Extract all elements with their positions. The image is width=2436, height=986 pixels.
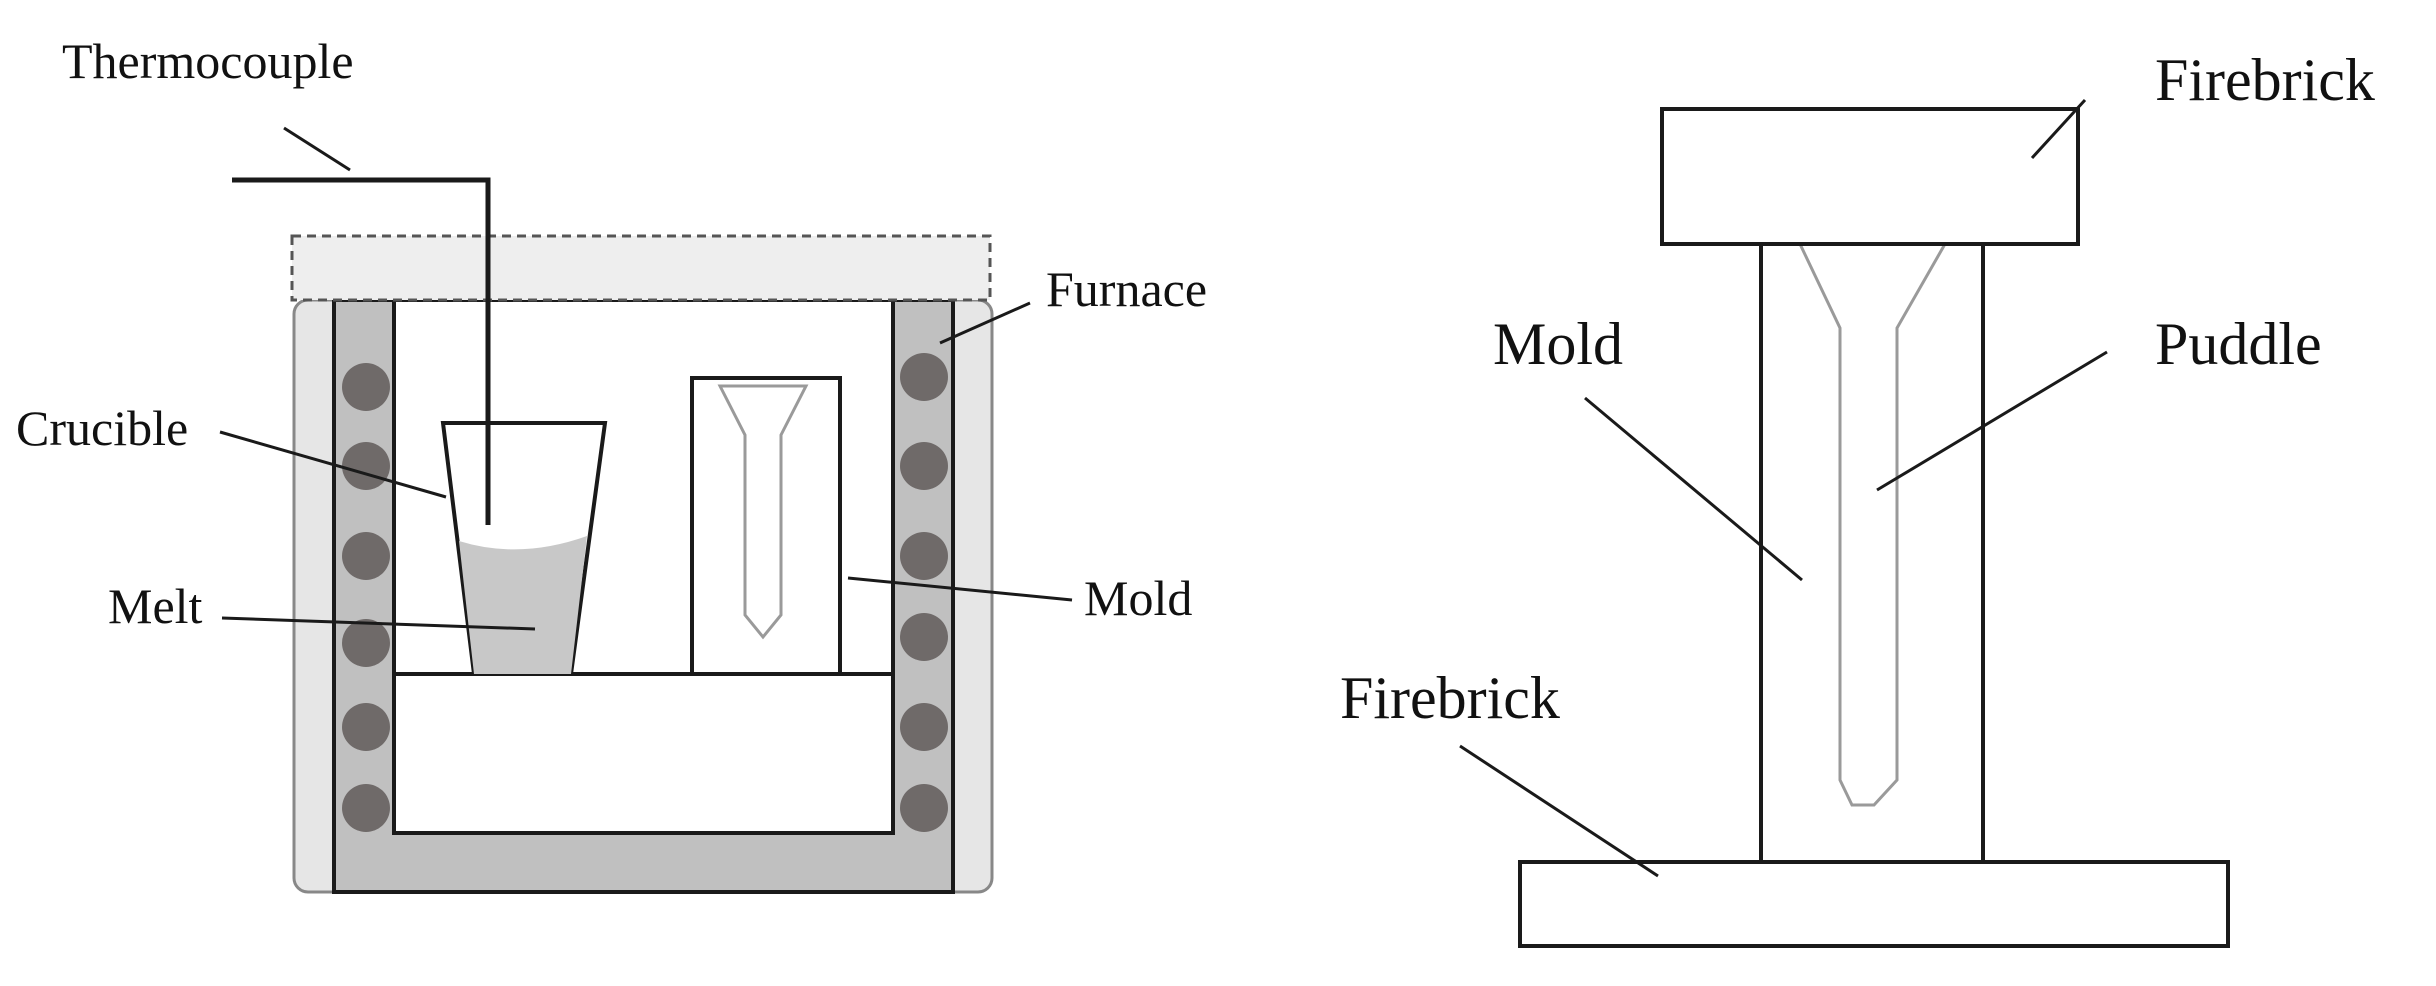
melt xyxy=(459,536,587,674)
thermocouple-wire xyxy=(232,177,491,525)
puddle-cavity xyxy=(1797,242,1948,807)
top-firebrick-label: Firebrick xyxy=(2155,47,2375,113)
crucible-label: Crucible xyxy=(16,400,188,456)
top-firebrick xyxy=(1660,107,2080,246)
bottom-firebrick-leader xyxy=(1459,744,1659,878)
mold-body xyxy=(1759,242,1985,864)
heating-coil xyxy=(342,442,390,490)
heating-coil xyxy=(342,532,390,580)
furnace-pedestal xyxy=(392,672,895,835)
melt-label: Melt xyxy=(108,578,203,634)
heating-coil xyxy=(900,353,948,401)
heating-coil xyxy=(900,442,948,490)
heating-coil xyxy=(900,784,948,832)
top-firebrick-leader xyxy=(2030,98,2087,160)
heating-coil xyxy=(342,784,390,832)
furnace-mold-label: Mold xyxy=(1084,570,1192,626)
puddle-leader xyxy=(1876,350,2108,492)
furnace-leader xyxy=(939,301,1031,345)
thermocouple-leader xyxy=(283,126,351,172)
heating-coil xyxy=(342,619,390,667)
furnace-lid xyxy=(290,234,992,302)
furnace-mold-cavity xyxy=(717,384,809,640)
crucible-leader xyxy=(219,430,447,499)
furnace-assembly: Thermocouple Furnace Crucible Melt Mold xyxy=(16,33,1207,894)
mold-label: Mold xyxy=(1493,311,1623,377)
furnace-label: Furnace xyxy=(1046,261,1207,317)
furnace-mold xyxy=(690,376,842,676)
heating-coil xyxy=(900,703,948,751)
furnace-mold-leader xyxy=(847,576,1073,602)
heating-coil xyxy=(900,532,948,580)
right-heating-coils xyxy=(900,353,948,832)
heating-coil xyxy=(342,363,390,411)
mold-assembly: Firebrick Mold Puddle Firebrick xyxy=(1340,47,2375,948)
thermocouple-label: Thermocouple xyxy=(62,33,354,89)
bottom-firebrick-label: Firebrick xyxy=(1340,665,1560,731)
mold-leader xyxy=(1584,396,1803,582)
bottom-firebrick xyxy=(1518,860,2230,948)
heating-coil xyxy=(900,613,948,661)
heating-coil xyxy=(342,703,390,751)
melt-leader xyxy=(221,616,536,631)
puddle-label: Puddle xyxy=(2155,311,2322,377)
left-heating-coils xyxy=(342,363,390,832)
